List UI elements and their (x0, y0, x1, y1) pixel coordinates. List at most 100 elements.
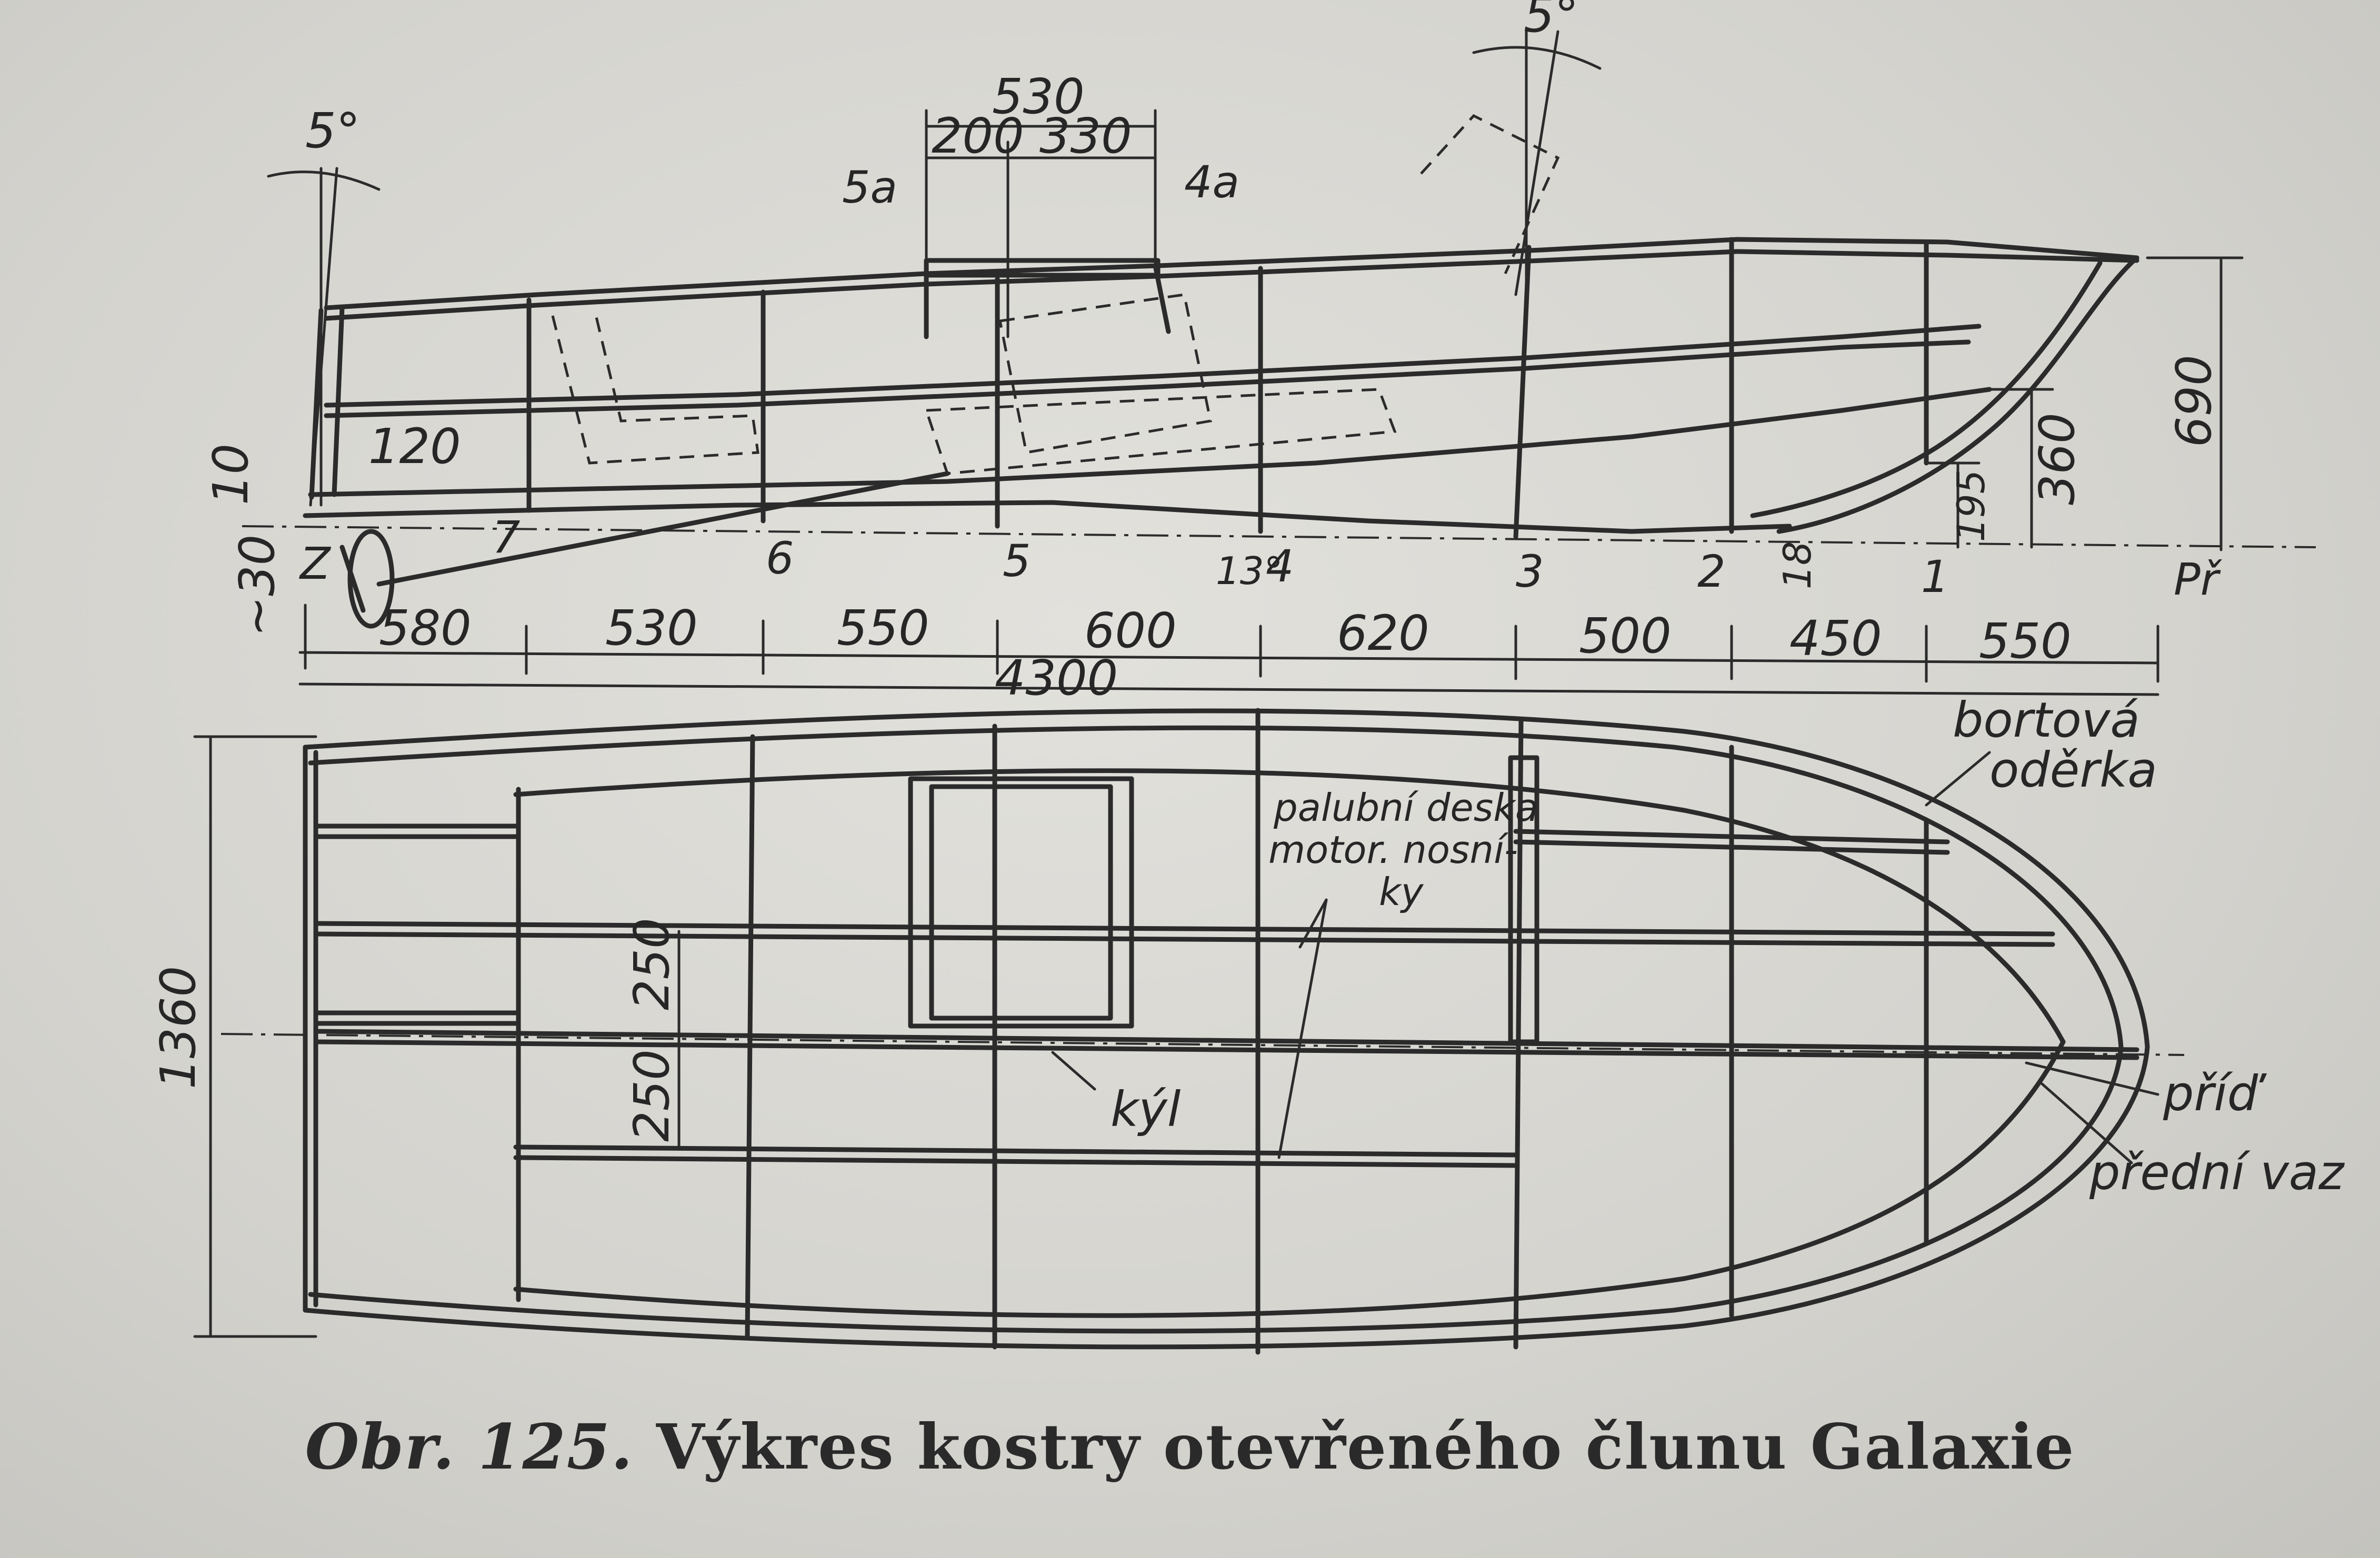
half-250-upper-label: 250 (624, 918, 680, 1010)
label-predni-vaz: přední vaz (2089, 1144, 2345, 1201)
spacing-dim-line (298, 651, 2159, 665)
baseline (242, 525, 2316, 548)
plan-transom (303, 745, 318, 1313)
spacing-580: 580 (379, 600, 472, 656)
dim-120-label: 120 (368, 418, 461, 475)
spacing-dimensions: 580 530 550 600 620 500 450 550 4300 (298, 600, 2159, 706)
dim-30-label: ~30 (229, 535, 285, 637)
inner-chine-upper (513, 768, 2066, 1044)
sheer-line (324, 237, 2139, 310)
station-6: 6 (766, 532, 794, 584)
spacing-600: 600 (1084, 602, 1177, 659)
caption-text: Výkres kostry otevřeného člunu Galaxie (656, 1410, 2075, 1483)
station-pr: Př (2174, 554, 2223, 605)
frame-4a-label: 4a (1184, 156, 1239, 208)
station-4: 4 (1266, 540, 1294, 592)
dim-330-label: 330 (1039, 108, 1132, 164)
label-prid: příď (2163, 1066, 2267, 1122)
frame-5a-label: 5a (842, 162, 897, 213)
plan-deck-board (1513, 829, 1950, 855)
label-deska-1: palubní deska (1273, 786, 1538, 830)
label-oderka: oděrka (1989, 742, 2157, 798)
spacing-550-b: 550 (1979, 613, 2072, 669)
dim-18-label: 18 (1775, 541, 1819, 589)
plan-view (193, 708, 2185, 1355)
chine-line (308, 387, 1992, 497)
inner-chine-lower (513, 1039, 2066, 1318)
dim-530-label: 530 (992, 68, 1085, 125)
longitudinal-stringer-1 (324, 324, 1982, 408)
dim-360-line (1988, 388, 2054, 549)
dim-200-330-line (925, 140, 1157, 338)
plan-stringer-3 (313, 1010, 518, 1026)
side-view (242, 30, 2316, 629)
keel-line (303, 500, 1792, 534)
plan-stringer-2 (313, 921, 2055, 947)
overall-length-4300: 4300 (995, 650, 1118, 706)
leader-bortova (1925, 751, 1991, 807)
longitudinal-stringer-2 (324, 339, 1971, 418)
dim-690-line (2146, 256, 2244, 551)
dim-200-label: 200 (932, 108, 1024, 164)
leader-predni-vaz (2041, 1082, 2133, 1164)
rudder (339, 545, 366, 613)
dashed-engine-box (998, 293, 1212, 454)
station-5: 5 (1003, 535, 1031, 587)
side-view-labels: 5° 5° 530 200 330 5a 4a 120 10 ~30 13° 1… (203, 0, 2223, 637)
plan-centerline (221, 1033, 2185, 1056)
plan-keel (313, 1029, 2139, 1060)
dim-690-label: 690 (2166, 355, 2222, 447)
station-3: 3 (1516, 546, 1544, 597)
plan-engine-mount (1508, 755, 1539, 1044)
angle-arc-front (1472, 46, 1602, 70)
leader-kyl (1051, 1051, 1096, 1091)
dim-10-label: 10 (203, 444, 259, 505)
station-1: 1 (1921, 551, 1949, 602)
station-7: 7 (492, 511, 520, 563)
plan-seat-box-inner (929, 784, 1113, 1021)
hull-outline (303, 708, 2150, 1350)
dashed-motor-front (1420, 114, 1560, 275)
plan-stringer-1 (313, 823, 518, 839)
propeller (347, 529, 395, 629)
spacing-450: 450 (1789, 610, 1882, 667)
figure-caption: Obr. 125. Výkres kostry otevřeného člunu… (0, 1410, 2380, 1483)
plan-seat-box (908, 776, 1134, 1029)
plan-stringer-4 (513, 1144, 1518, 1168)
overall-dim-line (298, 682, 2159, 696)
half-250-lower-label: 250 (624, 1049, 680, 1142)
angle-arc-stern (267, 170, 381, 191)
station-z: Z (299, 538, 332, 589)
transom (309, 305, 345, 500)
dim-530-line (925, 109, 1157, 275)
leader-deska (1277, 898, 1328, 1159)
spacing-620: 620 (1337, 605, 1429, 661)
station-2: 2 (1697, 546, 1725, 597)
angle-ref-stern (309, 167, 338, 507)
sheer-line-inner (324, 249, 2139, 321)
dim-195-line (1925, 461, 1981, 549)
dashed-seat-stern (551, 310, 759, 465)
dim-1360-line (193, 735, 317, 1338)
stem-line (1776, 255, 2139, 534)
spacing-ticks (304, 604, 2159, 683)
spacing-530: 530 (605, 600, 698, 656)
angle-ref-front (1514, 30, 1559, 296)
angle-front-label: 5° (1524, 0, 1579, 43)
plan-frame-3 (1513, 718, 1524, 1350)
dim-13-label: 13° (1216, 549, 1283, 593)
spacing-500: 500 (1579, 608, 1672, 664)
label-deska-2: motor. nosní- (1268, 828, 1518, 872)
dim-360-label: 360 (2029, 413, 2085, 505)
label-kyl: kýl (1111, 1081, 1181, 1138)
propeller-shaft (376, 471, 950, 587)
spacing-550-a: 550 (837, 600, 929, 656)
dashed-engine-mount (924, 388, 1397, 475)
caption-number: Obr. 125. (305, 1410, 634, 1483)
hull-outline-inner (308, 725, 2124, 1334)
plan-view-labels: 1360 250 250 bortová oděrka palubní desk… (150, 692, 2345, 1201)
angle-stern-label: 5° (305, 103, 361, 159)
leader-prid (2025, 1061, 2159, 1096)
